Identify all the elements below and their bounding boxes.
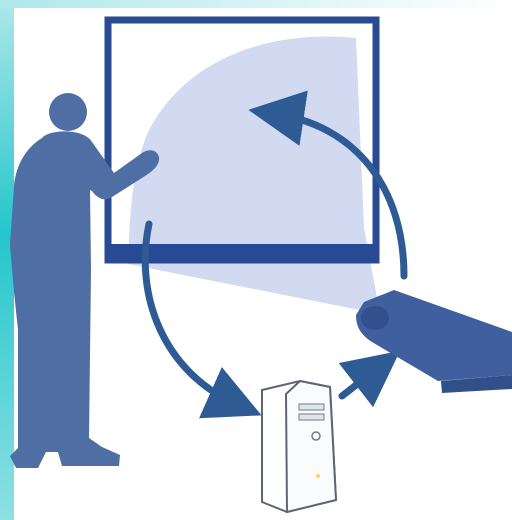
- projector-icon: [356, 290, 512, 393]
- presenter-silhouette-icon: [10, 93, 159, 468]
- desktop-computer-icon: [262, 381, 336, 512]
- projection-light: [128, 37, 380, 314]
- computer-to-projector-arrow: [342, 368, 378, 396]
